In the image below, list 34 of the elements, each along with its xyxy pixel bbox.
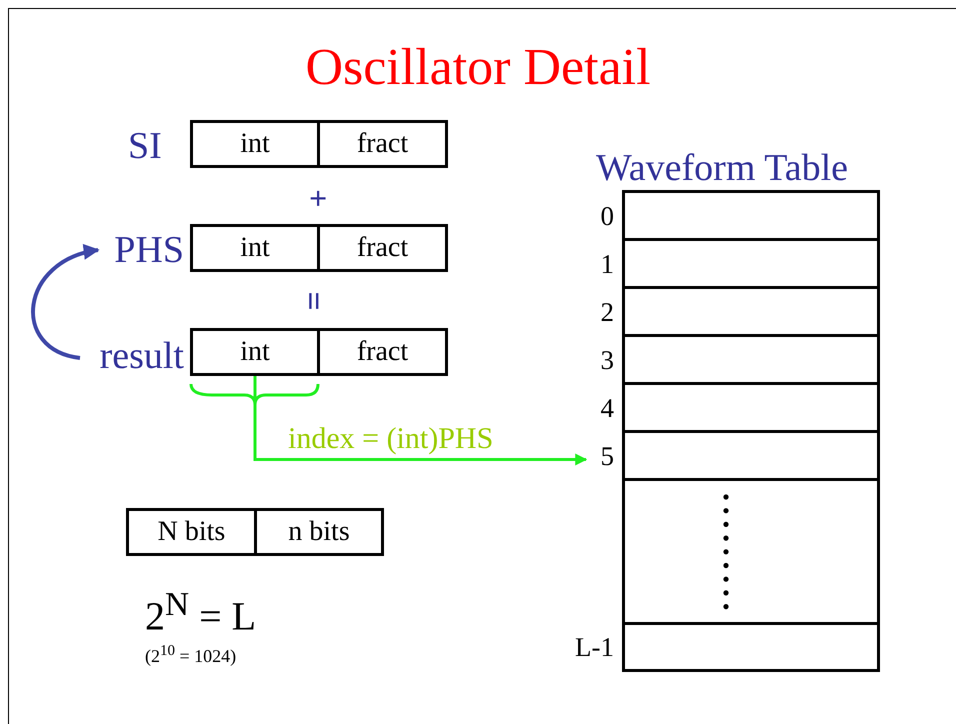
row-index: 0 [600, 200, 614, 230]
register-name: PHS [96, 226, 184, 274]
register-name: result [84, 332, 184, 380]
register-name: SI [128, 127, 162, 165]
row-index: 2 [600, 296, 614, 326]
row-index: L-1 [574, 632, 614, 662]
row-index: 5 [600, 440, 614, 470]
register-field: fract [317, 224, 448, 272]
table-entry [622, 190, 880, 241]
table-entry [622, 382, 880, 433]
formula: 2$^{N}$ = L [145, 588, 256, 636]
feedback-arrow [31, 245, 100, 360]
table-entry [622, 334, 880, 385]
table-entry [622, 622, 880, 672]
register-field: n bits [254, 508, 384, 556]
table-heading: Waveform Table [594, 146, 850, 191]
register-field: int [190, 224, 320, 272]
register-field: N bits [126, 508, 257, 556]
table-entry [622, 286, 880, 337]
register-field: int [190, 120, 320, 168]
formula-example: (2$^{10}$ = 1024) [145, 644, 236, 665]
row-index: 1 [600, 248, 614, 278]
equals-sign: = [296, 291, 330, 311]
table-entry [622, 238, 880, 289]
index-arrow [254, 376, 588, 466]
table-entry [622, 478, 880, 625]
row-index: 4 [600, 392, 614, 422]
table-entry [622, 430, 880, 481]
plus-sign: + [309, 182, 328, 214]
title: Oscillator Detail [304, 38, 652, 98]
register-field: fract [317, 120, 448, 168]
register-field: fract [317, 328, 448, 376]
register-field: int [190, 328, 320, 376]
row-index: 3 [600, 344, 614, 374]
